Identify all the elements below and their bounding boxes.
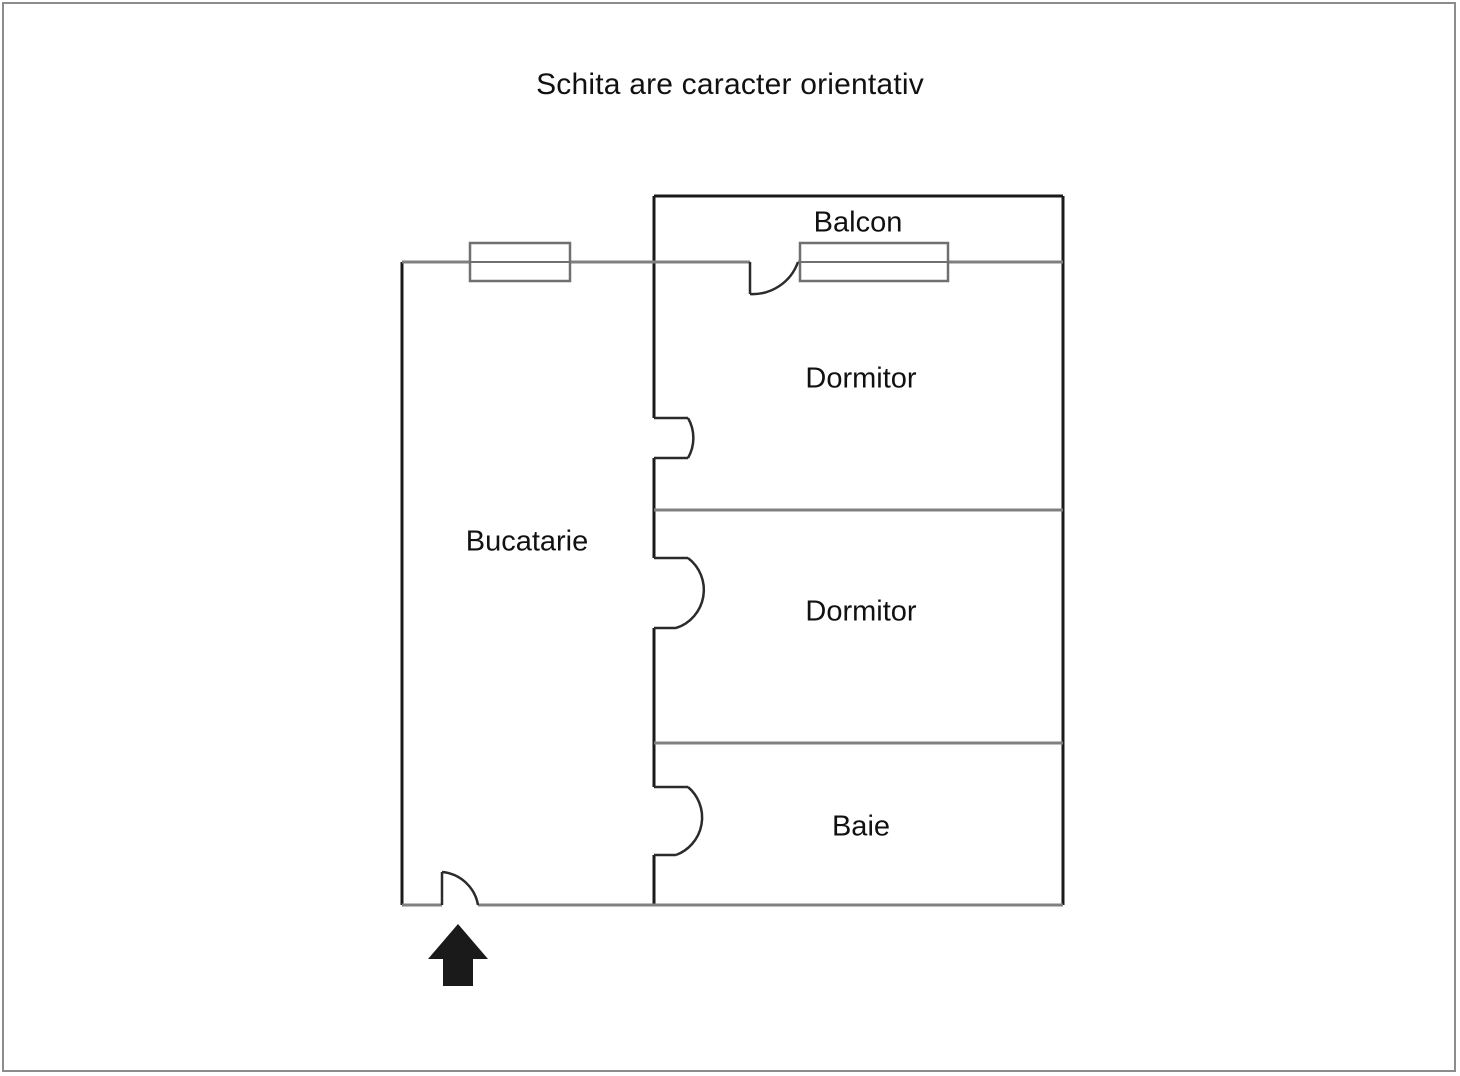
door-baie-swing-arc — [675, 786, 704, 857]
walls-thin — [402, 260, 1063, 907]
door-dormitor-2-swing-arc — [675, 557, 706, 630]
door-baie — [654, 785, 704, 857]
room-label-dormitor-2: Dormitor — [805, 596, 917, 628]
room-label-bucatarie: Bucatarie — [466, 526, 589, 558]
windows — [468, 241, 950, 283]
door-balcony-swing-arc — [749, 261, 800, 296]
walls-thick — [400, 194, 1065, 905]
page-title: Schita are caracter orientativ — [536, 68, 924, 101]
room-labels: Balcon Dormitor Bucatarie Dormitor Baie — [466, 207, 917, 843]
door-dormitor-1 — [654, 416, 695, 460]
room-label-baie: Baie — [832, 811, 890, 843]
room-label-balcon: Balcon — [814, 207, 903, 239]
arrow-shape — [428, 924, 488, 986]
door-dormitor-1-swing-arc — [686, 417, 695, 459]
entrance-direction-arrow — [428, 924, 488, 986]
door-balcony — [748, 261, 800, 296]
door-entrance-swing-arc — [441, 870, 480, 906]
door-entrance — [440, 870, 480, 906]
room-label-dormitor-1: Dormitor — [805, 363, 917, 395]
door-dormitor-2 — [654, 556, 706, 630]
